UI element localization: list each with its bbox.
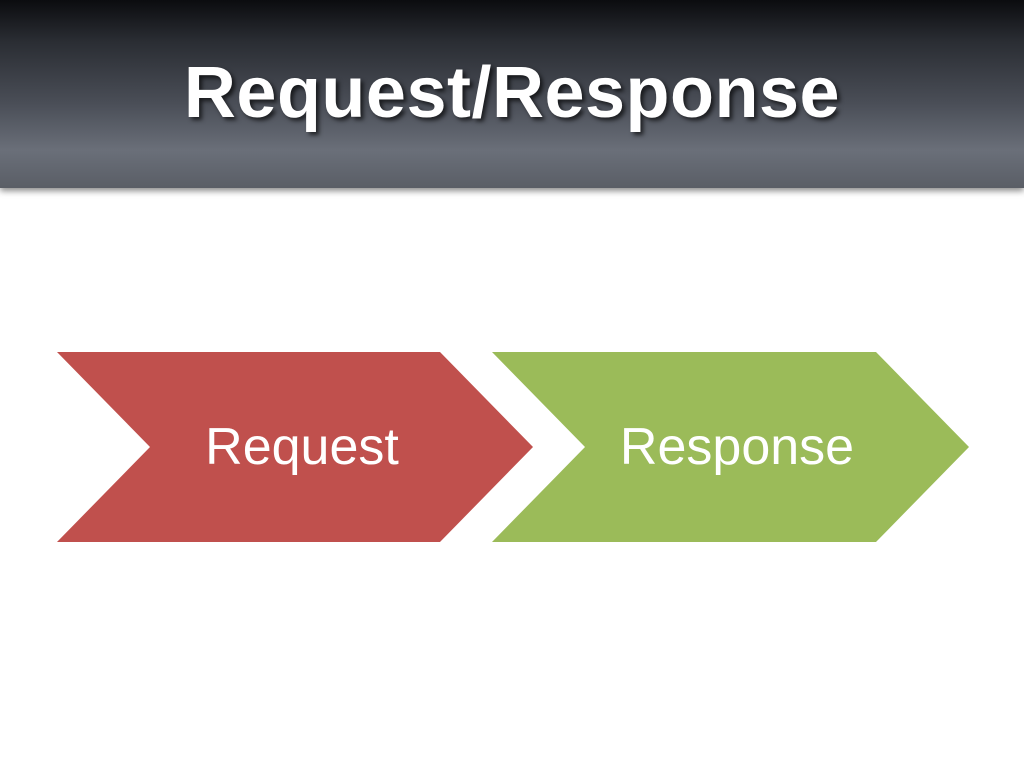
chevron-shape-request — [57, 352, 533, 542]
chevron-label-request: Request — [205, 418, 399, 476]
title-bar: Request/Response — [0, 0, 1024, 188]
chevron-step-request: Request — [57, 352, 533, 542]
chevron-label-response: Response — [620, 418, 854, 476]
chevron-step-response: Response — [492, 352, 969, 542]
chevron-shape-response — [492, 352, 969, 542]
slide-title: Request/Response — [183, 53, 841, 133]
